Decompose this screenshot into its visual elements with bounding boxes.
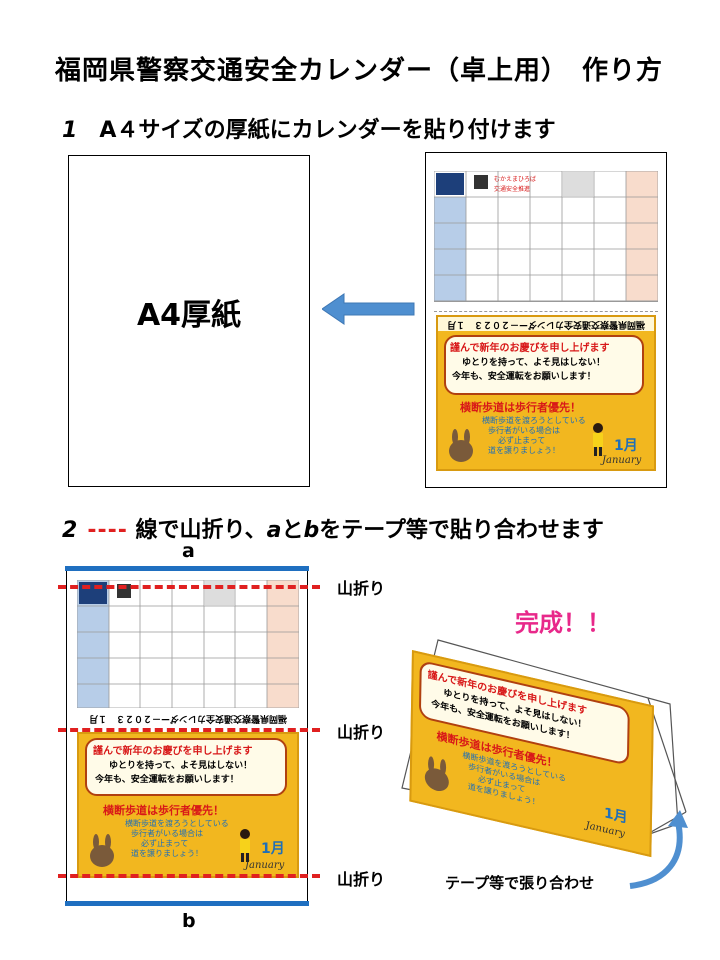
- fold-calendar-grid: [76, 579, 300, 709]
- edge-a-bar: [65, 566, 309, 571]
- step1-text: A４サイズの厚紙にカレンダーを貼り付けます: [99, 118, 556, 143]
- curved-arrow-icon: [629, 810, 688, 889]
- poster-slogan: 横断歩道は歩行者優先！: [460, 401, 581, 414]
- fold-poster-sub3: 必ず止まって: [141, 839, 189, 848]
- step2-b: b: [303, 518, 320, 543]
- arrow-left-icon: [322, 293, 415, 325]
- fold-poster: 謹んで新年のお慶びを申し上げます ゆとりを持って、よそ見はしない！ 今年も、安全…: [77, 732, 299, 878]
- step1-number: 1: [62, 118, 78, 143]
- a4-board-label: A4厚紙: [136, 298, 242, 333]
- fold-label-1: 山折り: [337, 579, 386, 598]
- fold-child-figure-icon: [240, 829, 250, 862]
- fold-diagram-sheet: 福岡県警察交通安全カレンダー－２０２３ １月 謹んで新年のお慶びを申し上げます …: [65, 566, 309, 906]
- child-figure-icon: [593, 423, 603, 456]
- finished-poster: 謹んで新年のお慶びを申し上げます ゆとりを持って、よそ見はしない！ 今年も、安全…: [409, 650, 654, 858]
- poster-sub3: 必ず止まって: [498, 436, 546, 445]
- fold-poster-sub4: 道を譲りましょう！: [131, 849, 203, 858]
- fold-poster-sub1: 横断歩道を渡ろうとしている: [125, 819, 229, 828]
- fold-label-3: 山折り: [337, 870, 386, 889]
- fold-label-2: 山折り: [337, 723, 386, 742]
- fold-dash-legend: ----: [87, 518, 128, 543]
- edge-b-label: b: [182, 910, 196, 932]
- page-title: 福岡県警察交通安全カレンダー（卓上用） 作り方: [55, 56, 664, 86]
- svg-text:むかえまひろば: むかえまひろば: [494, 175, 536, 183]
- fold-poster-month: 1月: [261, 841, 285, 857]
- calendar-grid: むかえまひろば 交通安全推進: [433, 170, 659, 302]
- poster-month-en: January: [602, 455, 642, 466]
- poster-month: 1月: [614, 438, 638, 454]
- poster-sub1: 横断歩道を渡ろうとしている: [482, 416, 586, 425]
- fold-line-2: [58, 728, 320, 732]
- step1-heading: 1 A４サイズの厚紙にカレンダーを貼り付けます: [62, 112, 556, 144]
- tape-instruction: テープ等で張り合わせ: [445, 874, 595, 892]
- fold-line-3: [58, 874, 320, 878]
- rabbit-mascot-icon: [449, 429, 473, 462]
- fold-poster-sub2: 歩行者がいる場合は: [131, 829, 203, 838]
- poster-sub4: 道を譲りましょう！: [488, 446, 560, 455]
- fold-rabbit-mascot-icon: [90, 834, 114, 867]
- step2-a: a: [266, 518, 282, 543]
- calendar-poster: 福岡県警察交通安全カレンダー－２０２３ １月 謹んで新年のお慶びを申し上げます …: [436, 315, 656, 471]
- fold-poster-header: 福岡県警察交通安全カレンダー－２０２３ １月: [89, 713, 288, 723]
- poster-header: 福岡県警察交通安全カレンダー－２０２３ １月: [438, 317, 654, 331]
- fold-poster-month-en: January: [245, 860, 285, 871]
- fold-line-1: [58, 585, 320, 589]
- a4-board: [68, 155, 310, 487]
- step2-text-b: をテープ等で貼り合わせます: [319, 518, 604, 543]
- fold-poster-line2: 今年も、安全運転をお願いします！: [95, 775, 239, 785]
- poster-heading: 謹んで新年のお慶びを申し上げます: [450, 343, 610, 354]
- step2-to: と: [281, 518, 304, 543]
- poster-line2: 今年も、安全運転をお願いします！: [452, 372, 596, 382]
- calendar-sheet-preview: むかえまひろば 交通安全推進 福岡県警察交通安全カレンダー－２０２３ １月 謹ん…: [425, 152, 667, 488]
- poster-line1: ゆとりを持って、よそ見はしない！: [462, 358, 606, 368]
- svg-text:交通安全推進: 交通安全推進: [494, 185, 530, 193]
- step2-heading: 2 ---- 線で山折り、aとbをテープ等で貼り合わせます: [62, 512, 604, 544]
- step2-number: 2: [62, 518, 78, 543]
- fold-poster-line1: ゆとりを持って、よそ見はしない！: [109, 761, 253, 771]
- edge-b-bar: [65, 901, 309, 906]
- fold-poster-heading: 謹んで新年のお慶びを申し上げます: [93, 746, 253, 757]
- edge-a-label: a: [182, 540, 195, 562]
- completed-label: 完成！！: [515, 609, 611, 637]
- step2-text-a: 線で山折り、: [127, 518, 267, 543]
- finished-rabbit-mascot-icon: [424, 756, 449, 792]
- poster-sub2: 歩行者がいる場合は: [488, 426, 560, 435]
- fold-poster-slogan: 横断歩道は歩行者優先！: [103, 804, 224, 817]
